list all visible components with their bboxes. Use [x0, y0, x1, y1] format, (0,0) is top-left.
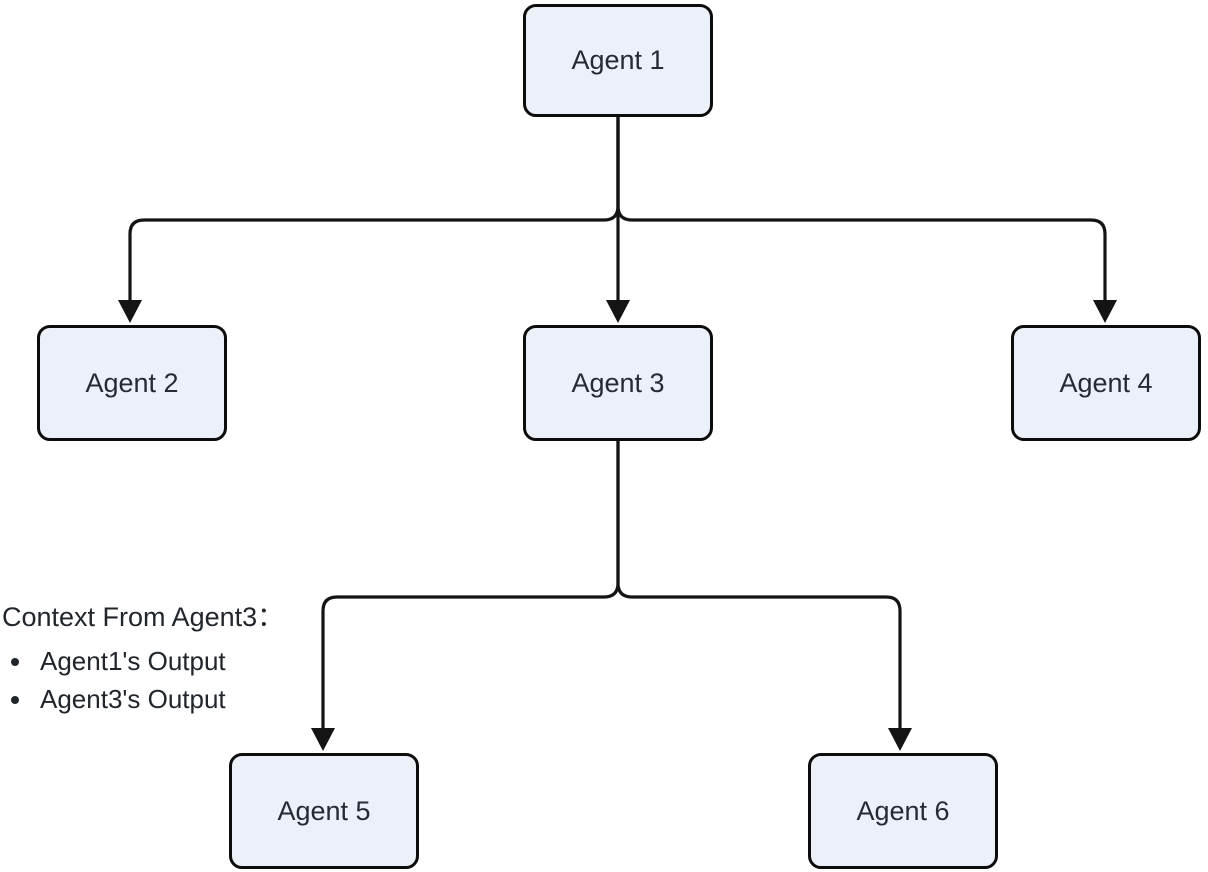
node-agent4-label: Agent 4	[1059, 367, 1153, 398]
edge-agent1-agent3-arrowhead-icon	[606, 300, 630, 323]
node-agent2: Agent 2	[37, 325, 227, 441]
context-annotation-item-text: Agent1's Output	[40, 646, 226, 676]
edge-agent3-agent6-line	[616, 441, 902, 730]
context-annotation-item-text: Agent3's Output	[40, 684, 226, 714]
node-agent5: Agent 5	[229, 753, 419, 869]
context-annotation-item: Agent3's Output	[34, 680, 302, 718]
edge-agent1-agent4-line	[616, 117, 1107, 302]
edge-agent1-agent4-arrowhead-icon	[1093, 300, 1117, 323]
node-agent1: Agent 1	[523, 4, 713, 117]
context-annotation-title: Context From Agent3：	[2, 602, 285, 632]
edge-agent3-agent5	[311, 441, 620, 751]
edge-agent3-agent5-arrowhead-icon	[311, 728, 335, 751]
node-agent3: Agent 3	[523, 325, 713, 441]
node-agent2-label: Agent 2	[85, 367, 179, 398]
node-agent5-label: Agent 5	[277, 795, 371, 826]
context-annotation-item: Agent1's Output	[34, 642, 302, 680]
node-agent1-label: Agent 1	[571, 45, 665, 75]
context-annotation: Context From Agent3： Agent1's Output Age…	[2, 601, 302, 718]
edge-agent1-agent2-arrowhead-icon	[118, 300, 142, 323]
edge-agent3-agent6	[616, 441, 912, 751]
node-agent6-label: Agent 6	[856, 795, 950, 826]
edge-agent3-agent6-arrowhead-icon	[888, 728, 912, 751]
edge-agent1-agent2	[118, 117, 620, 323]
context-annotation-list: Agent1's Output Agent3's Output	[2, 642, 302, 718]
edge-agent1-agent2-line	[128, 117, 620, 302]
node-agent3-label: Agent 3	[571, 367, 665, 398]
node-agent4: Agent 4	[1011, 325, 1201, 441]
edge-agent3-agent5-line	[321, 441, 620, 730]
node-agent6: Agent 6	[808, 753, 998, 869]
edge-agent1-agent4	[616, 117, 1117, 323]
